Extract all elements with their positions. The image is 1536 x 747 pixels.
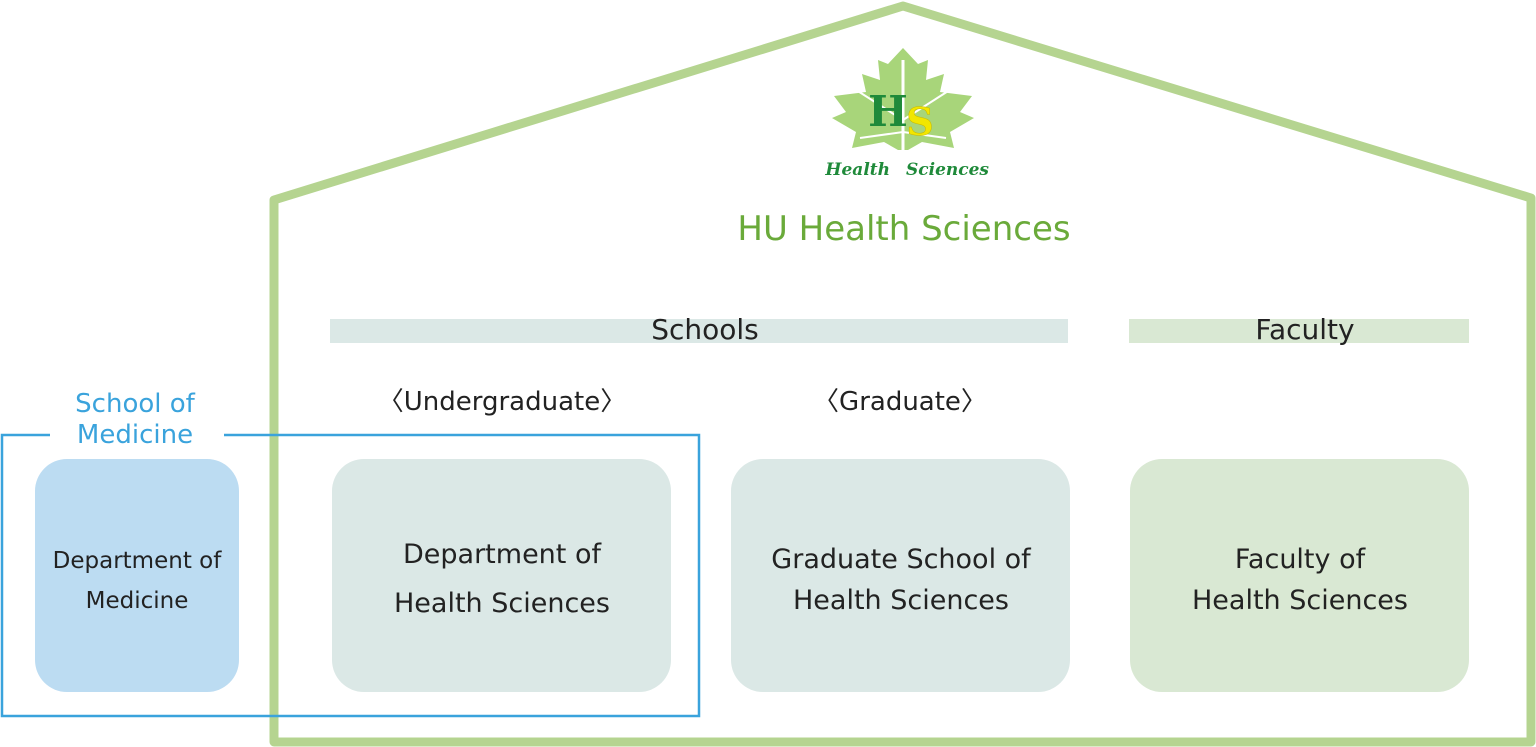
graduate-school-line1: Graduate School of	[771, 544, 1032, 575]
leaf-vein	[902, 85, 957, 121]
leaf-vein	[902, 131, 947, 139]
faculty-of-health-sciences-line2: Health Sciences	[1192, 585, 1408, 616]
department-of-health-sciences-box	[332, 459, 671, 692]
health-sciences-logo: S H Health Sciences	[824, 48, 989, 182]
logo-caption-right: Sciences	[906, 160, 989, 180]
logo-monogram-s: S	[906, 99, 933, 144]
faculty-of-health-sciences-box	[1130, 459, 1469, 692]
graduate-school-box	[731, 459, 1070, 692]
faculty-of-health-sciences-line1: Faculty of	[1235, 544, 1367, 575]
department-of-health-sciences-line1: Department of	[403, 539, 602, 570]
school-of-medicine-label-line2: Medicine	[77, 420, 193, 450]
house-outline	[269, 1, 1536, 747]
school-of-medicine-outline	[0, 433, 701, 718]
logo-caption-left: Health	[824, 160, 890, 180]
page-title: HU Health Sciences	[737, 209, 1070, 249]
schools-header: Schools	[651, 313, 759, 346]
department-of-health-sciences-line2: Health Sciences	[394, 588, 610, 619]
undergraduate-label: 〈Undergraduate〉	[378, 387, 626, 417]
leaf-vein	[849, 85, 904, 121]
school-of-medicine-label-line1: School of	[75, 389, 195, 419]
leaf-vein	[859, 131, 904, 139]
department-of-medicine-line1: Department of	[53, 548, 223, 574]
graduate-label: 〈Graduate〉	[813, 387, 987, 417]
logo-monogram-h: H	[868, 87, 908, 136]
graduate-school-line2: Health Sciences	[793, 585, 1009, 616]
department-of-medicine-box	[35, 459, 239, 692]
faculty-header-bar	[1129, 319, 1469, 343]
schools-header-bar	[330, 319, 1068, 343]
faculty-header: Faculty	[1255, 313, 1354, 346]
department-of-medicine-line2: Medicine	[86, 588, 189, 614]
